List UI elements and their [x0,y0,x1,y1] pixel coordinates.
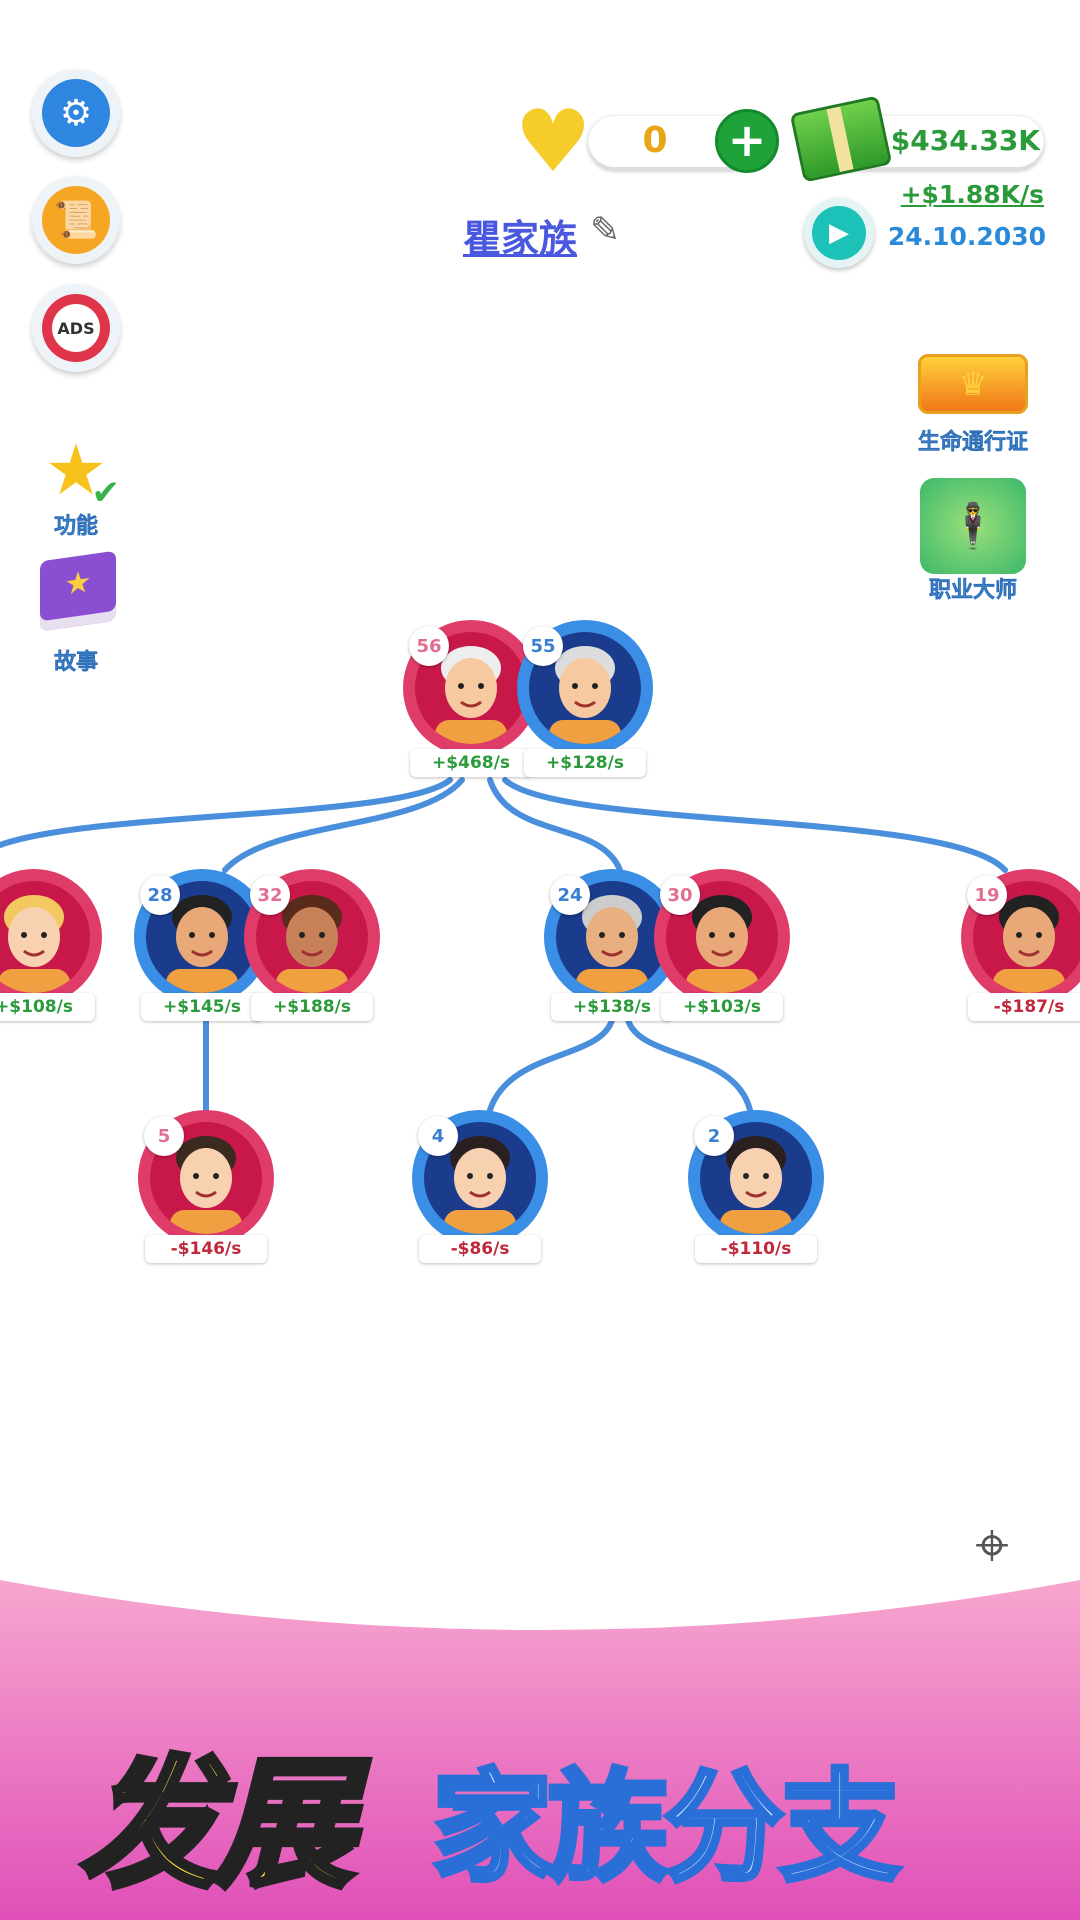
age-badge: 55 [523,626,563,666]
age-badge: 30 [660,875,700,915]
life-pass-label: 生命通行证 [917,430,1029,456]
banner-title-develop: 发展 [77,1741,357,1910]
star-icon: ★ [44,429,108,511]
gear-icon: ⚙ [42,79,110,147]
family-member-node[interactable] [654,869,790,1005]
life-pass-button[interactable]: ♛ [918,354,1028,414]
face-icon [993,895,1065,993]
plus-icon: + [727,113,767,167]
income-rate[interactable]: +$1.88K/s [900,180,1044,209]
tree-line [502,777,1008,873]
family-name[interactable]: 瞿家族 [463,217,578,261]
no-ads-icon: ADS [42,294,110,362]
income-label: +$188/s [251,993,373,1021]
avatar [529,632,641,744]
career-master-button[interactable]: 🕴 [920,478,1026,574]
age-badge: 28 [140,875,180,915]
income-label: +$138/s [551,993,673,1021]
family-member-node[interactable] [134,869,270,1005]
face-icon [576,895,648,993]
face-icon [0,895,70,993]
tree-line [487,1017,615,1113]
face-icon [444,1136,516,1234]
locate-pin-icon[interactable]: ⌖ [975,1510,1009,1580]
income-label: +$103/s [661,993,783,1021]
income-label: -$86/s [419,1235,541,1263]
family-member-node[interactable] [961,869,1080,1005]
heart-icon: ♥ [514,92,592,192]
age-badge: 5 [144,1116,184,1156]
income-label: -$146/s [145,1235,267,1263]
face-icon [166,895,238,993]
avatar [666,881,778,993]
income-label: +$468/s [410,749,532,777]
career-master-label: 职业大师 [928,578,1018,604]
face-icon [276,895,348,993]
age-badge: 56 [409,626,449,666]
remove-ads-button[interactable]: ADS [32,284,120,372]
features-button[interactable]: ★✔ [36,429,120,511]
face-icon [720,1136,792,1234]
avatar [973,881,1080,993]
income-label: -$187/s [968,993,1080,1021]
age-badge: 32 [250,875,290,915]
tree-line [222,777,465,873]
face-icon [435,646,507,744]
hearts-count: 0 [642,120,668,161]
game-date: 24.10.2030 [887,222,1046,251]
age-badge: 4 [418,1116,458,1156]
settings-button[interactable]: ⚙ [32,69,120,157]
income-label: +$145/s [141,993,263,1021]
age-badge: 2 [694,1116,734,1156]
time-skip-button[interactable]: ▶ [804,198,874,268]
quest-scroll-button[interactable]: 📜 [32,176,120,264]
money-amount: $434.33K [890,124,1040,157]
story-label: 故事 [53,650,99,676]
scroll-icon: 📜 [42,186,110,254]
tree-line [487,777,623,873]
check-icon: ✔ [91,473,121,513]
crown-icon: ♛ [958,365,988,403]
features-label: 功能 [53,514,99,540]
face-icon [686,895,758,993]
face-icon [549,646,621,744]
age-badge: 24 [550,875,590,915]
income-label: +$128/s [524,749,646,777]
family-member-node[interactable] [0,869,102,1005]
banner-background [0,1580,1080,1920]
banner-title-family-branch: 家族分支 [430,1757,903,1901]
income-label: -$110/s [695,1235,817,1263]
tree-line [0,777,453,848]
avatar [0,881,90,993]
play-icon: ▶ [812,206,866,260]
edit-pencil-icon[interactable]: ✎ [590,210,621,251]
businessman-icon: 🕴 [945,501,1001,552]
avatar [146,881,258,993]
face-icon [170,1136,242,1234]
age-badge: 19 [967,875,1007,915]
tree-line [625,1017,753,1113]
avatar [556,881,668,993]
income-label: +$108/s [0,993,95,1021]
add-hearts-button[interactable]: + [715,109,779,173]
